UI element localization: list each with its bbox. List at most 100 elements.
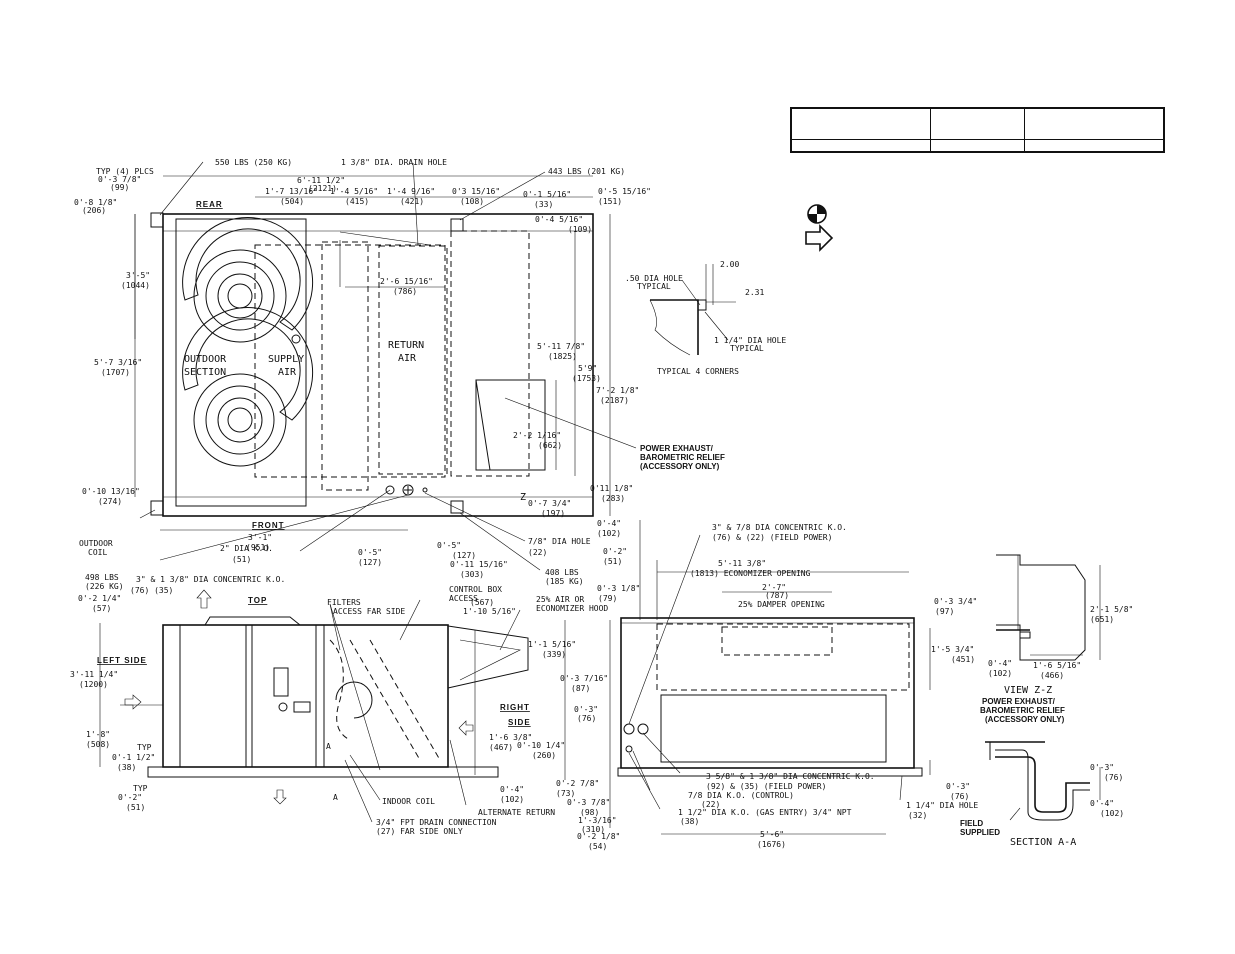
dim-text: 0'-1 5/16"(33) xyxy=(523,190,571,209)
airflow-arrow-icon xyxy=(124,694,142,710)
dim-text: 0'-2 1/8"(54) xyxy=(577,832,620,851)
legend-cell xyxy=(1023,138,1165,153)
dim-text: 7'-2 1/8"(2187) xyxy=(596,386,639,405)
dim-text: 0'-2 1/4"(57) xyxy=(78,594,121,613)
hole-78-label: 7/8" DIA HOLE(22) xyxy=(528,537,591,557)
typ-plcs-label: TYP (4) PLCS xyxy=(96,167,154,176)
dim-text: 6'-11 1/2"(2121) xyxy=(297,176,345,193)
left-side-label: LEFT SIDE xyxy=(97,656,147,665)
dim-text: 2.00 xyxy=(720,260,739,269)
legend-cell xyxy=(1023,107,1165,140)
dim-text: 0'-2 7/8"(73) xyxy=(556,779,599,798)
legend-symbols xyxy=(805,204,834,252)
airflow-arrow-icon xyxy=(458,720,474,736)
legend-row xyxy=(790,138,1165,153)
weight-front-right: 408 LBS(185 KG) xyxy=(545,568,584,586)
indoor-coil-label: INDOOR COIL xyxy=(382,797,435,806)
section-marker: A xyxy=(333,793,338,802)
dim-text: 3'-5"(1044) xyxy=(121,271,150,290)
rear-label: REAR xyxy=(196,200,223,209)
ko-358-label: 3 5/8" & 1 3/8" DIA CONCENTRIC K.O.(92) … xyxy=(706,772,875,791)
view-zz: 2'-1 5/8"(651) 0'-4"(102) 1'-6 5/16"(466… xyxy=(980,554,1133,724)
dim-text: 0'-3"(76) xyxy=(1090,763,1123,782)
dim-text: 0'-3 7/8"(99) xyxy=(98,175,141,192)
airflow-arrow-icon xyxy=(805,224,834,252)
center-of-gravity-icon xyxy=(278,702,288,712)
dim-text: 5'9"(1753) xyxy=(572,364,601,383)
condenser-fan-lower xyxy=(182,307,314,467)
dim-text: 0'11 1/8"(283) xyxy=(590,484,633,503)
dim-text: 0'-3 3/4"(97) xyxy=(934,597,977,616)
drain-hole-label: 1 3/8" DIA. DRAIN HOLE xyxy=(341,158,447,167)
top-label: TOP xyxy=(248,596,267,605)
ko-gas-label: 1 1/2" DIA K.O. (GAS ENTRY) 3/4" NPT(38) xyxy=(678,808,852,826)
dim-text: 0'3 15/16"(108) xyxy=(452,187,500,206)
dim-text: 0'-4 5/16"(109) xyxy=(535,215,592,234)
dim-text: 1'-8"(508) xyxy=(86,730,110,749)
airflow-arrow-icon xyxy=(273,789,287,805)
dim-text: 5'-6"(1676) xyxy=(757,830,786,849)
dim-text: 3'-11 1/4"(1200) xyxy=(70,670,118,689)
dim-text: 0'-5"(127) xyxy=(437,541,476,560)
corner-detail-caption: TYPICAL 4 CORNERS xyxy=(657,367,739,376)
front-label: FRONT xyxy=(252,521,285,530)
dim-text: 0'-2"(51) xyxy=(603,547,627,566)
dim-text: 0'-3 7/8"(98) xyxy=(567,798,610,817)
dim-text: 2.31 xyxy=(745,288,764,297)
dim-text: 3'-1"(951) xyxy=(246,533,272,552)
ko-concentric-label: 3" & 1 3/8" DIA CONCENTRIC K.O.(76) (35) xyxy=(130,575,285,595)
damper-opening-label: 2'-7"(787)25% DAMPER OPENING xyxy=(738,583,825,609)
dim-text: 0'-4"(102) xyxy=(500,785,524,804)
legend-header-row xyxy=(790,107,1165,140)
dim-text: 2'-6 15/16"(786) xyxy=(380,277,433,296)
dim-text: 0'-4"(102) xyxy=(988,659,1012,678)
dim-text: 5'-11 7/8"(1825) xyxy=(537,342,585,361)
economizer-opening-label: 5'-11 3/8"(1813) ECONOMIZER OPENING xyxy=(690,559,811,578)
dim-text: 0'-11 15/16"(303) xyxy=(450,560,508,579)
dim-text: 0'-3"(76) xyxy=(946,782,970,801)
legend-table xyxy=(790,107,1165,153)
dim-text: 1'-1 5/16"(339) xyxy=(528,640,576,659)
section-aa-caption: SECTION A-A xyxy=(1010,837,1076,848)
control-box-vent-icon xyxy=(273,667,289,697)
alternate-return-label: ALTERNATE RETURN xyxy=(478,808,555,817)
dim-text: 0'-10 13/16"(274) xyxy=(82,487,140,506)
z-marker: Z xyxy=(520,492,526,503)
section-marker: A xyxy=(326,742,331,751)
ko-control-label: 7/8 DIA K.O. (CONTROL)(22) xyxy=(688,791,794,809)
weight-rear-right: 443 LBS (201 KG) xyxy=(548,167,625,176)
ko-field-power-label: 3" & 7/8 DIA CONCENTRIC K.O.(76) & (22) … xyxy=(712,523,847,542)
ko-2-label: 2" DIA K.O.(51) xyxy=(220,544,273,564)
drain-connection-label: 3/4" FPT DRAIN CONNECTION(27) FAR SIDE O… xyxy=(376,818,497,836)
dim-text: 0'-4"(102) xyxy=(1090,799,1124,818)
dim-text: 0'-4"(102) xyxy=(597,519,621,538)
center-of-gravity-icon xyxy=(291,334,301,344)
dim-text: 1'-6 3/8"(467) xyxy=(489,733,532,752)
dim-text: 0'-3 1/8"(79) xyxy=(597,584,640,603)
dim-text: 1'-4 9/16"(421) xyxy=(387,187,435,206)
airflow-arrow-icon xyxy=(196,589,212,609)
top-view: 550 LBS (250 KG) 443 LBS (201 KG) 1 3/8"… xyxy=(74,158,725,595)
weight-rear-left: 550 LBS (250 KG) xyxy=(215,158,292,167)
power-exhaust-label: POWER EXHAUST/BAROMETRIC RELIEF(ACCESSOR… xyxy=(640,444,725,471)
dim-text: 1'-4 5/16"(415) xyxy=(330,187,378,206)
view-zz-caption: VIEW Z-Z xyxy=(1004,685,1052,696)
rear-hole-114-label: 1 1/4" DIA HOLE(32) xyxy=(906,801,978,820)
dim-text: 5'-7 3/16"(1707) xyxy=(94,358,142,377)
dim-text: 0'-5 15/16"(151) xyxy=(598,187,651,206)
dim-text: 1'-10 5/16" xyxy=(463,607,516,616)
dim-text: 2'-1 5/8"(651) xyxy=(1090,605,1133,624)
airflow-arrows xyxy=(124,589,474,805)
